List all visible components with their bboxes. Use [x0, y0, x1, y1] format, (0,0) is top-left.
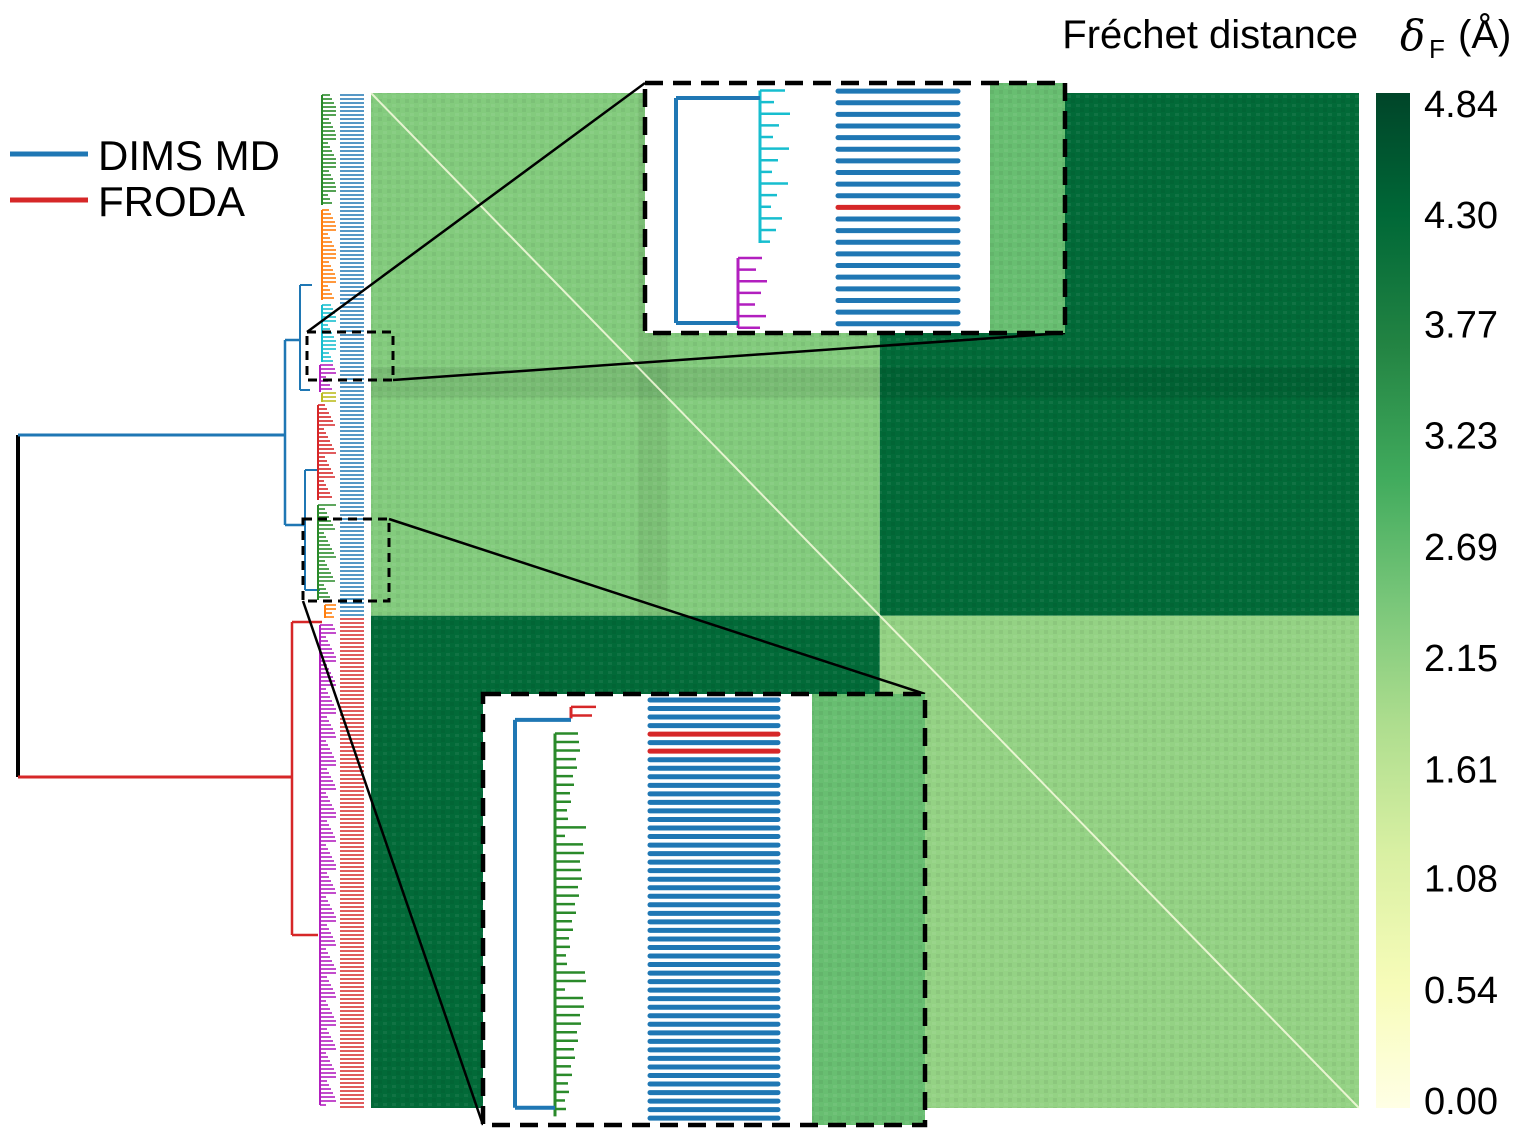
dendrogram-dims-trunk	[283, 338, 305, 527]
zoom-indicators	[301, 81, 1066, 1126]
zoom-connector	[388, 517, 926, 696]
inset-border	[480, 691, 928, 1128]
inset-heatmap-texture	[990, 83, 1065, 333]
group-color-strip	[340, 94, 364, 1108]
dendrogram-cluster-magenta-small	[319, 364, 336, 392]
dendrogram-cluster-orange	[321, 209, 336, 300]
colorbar-tick-label: 0.00	[1424, 1081, 1498, 1123]
colorbar-tick-label: 2.15	[1424, 638, 1498, 680]
colorbar-tick-label: 4.30	[1424, 195, 1498, 237]
dendrogram-cluster-green-top	[321, 94, 336, 205]
inset-border	[642, 80, 1068, 336]
dendrogram-cluster-olive	[321, 392, 336, 402]
colorbar-tick-label: 4.84	[1424, 84, 1498, 126]
zoom-connector	[392, 331, 1066, 382]
dendrogram-cluster-green-mid	[317, 504, 336, 600]
inset-heatmap-texture	[812, 694, 925, 1125]
inset-upper	[642, 80, 1068, 336]
colorbar-tick-label: 2.69	[1424, 527, 1498, 569]
colorbar	[1376, 93, 1410, 1108]
inset-lower	[480, 691, 928, 1128]
chart-title: Fréchet distance	[1062, 13, 1358, 57]
zoom-connector	[306, 81, 646, 334]
colorbar-symbol: δ	[1400, 11, 1425, 60]
dendrogram-dims-subtrunk	[299, 284, 320, 591]
dendrogram-cluster-red-small	[317, 404, 336, 500]
inset-dendro-cluster	[569, 705, 596, 719]
dendrogram-cluster-magenta	[319, 624, 336, 1106]
dendrogram-froda-trunk	[290, 620, 322, 937]
colorbar-tick-label: 3.77	[1424, 304, 1498, 346]
dendrogram-cluster-orange-small	[324, 604, 336, 618]
dendrogram	[16, 94, 336, 1106]
zoom-connector	[301, 600, 485, 1126]
heatmap	[370, 92, 1360, 1109]
heatmap-diagonal	[370, 92, 1360, 1109]
zoom-box-lower	[301, 517, 391, 603]
colorbar-ticks: 4.84 4.30 3.77 3.23 2.69 2.15 1.61 1.08 0.54 0.00	[1424, 84, 1498, 1123]
inset-dendro-cluster	[553, 732, 586, 1117]
colorbar-tick-label: 1.61	[1424, 749, 1498, 791]
zoom-insets	[480, 80, 1068, 1128]
inset-dendro-cluster	[758, 89, 790, 243]
zoom-box-upper	[305, 330, 395, 382]
inset-dendro-links	[676, 96, 760, 325]
colorbar-tick-label: 1.08	[1424, 859, 1498, 901]
colorbar-tick-label: 0.54	[1424, 970, 1498, 1012]
legend-label-dims: DIMS MD	[98, 132, 280, 179]
colorbar-tick-label: 3.23	[1424, 416, 1498, 458]
inset-dendro-cluster	[736, 256, 767, 330]
inset-dendro-links	[515, 717, 571, 1110]
legend: DIMS MD FRODA	[10, 132, 280, 225]
colorbar-unit: (Å)	[1458, 12, 1511, 57]
colorbar-subscript: F	[1429, 34, 1445, 64]
legend-label-froda: FRODA	[98, 178, 245, 225]
